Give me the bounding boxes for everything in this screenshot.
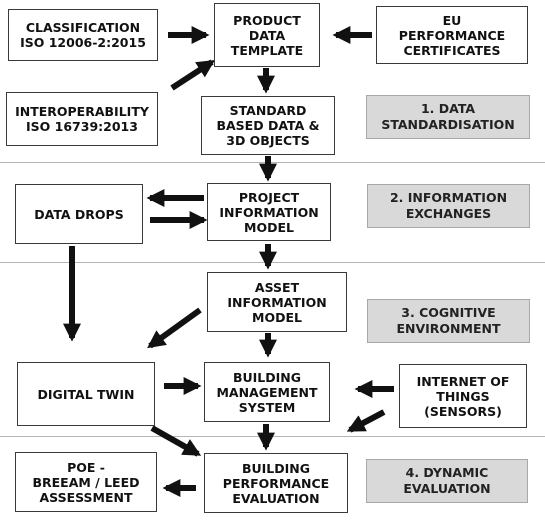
- arrow-digitaltwin-to-bpe: [150, 425, 202, 457]
- standard-based-data-box: STANDARD BASED DATA & 3D OBJECTS: [201, 96, 335, 155]
- eu-performance-certificates-box: EU PERFORMANCE CERTIFICATES: [376, 6, 528, 64]
- interoperability-box: INTEROPERABILITY ISO 16739:2013: [6, 92, 158, 146]
- data-drops-box: DATA DROPS: [15, 184, 143, 244]
- stage-4-label: 4. DYNAMIC EVALUATION: [366, 459, 528, 503]
- digital-twin-box: DIGITAL TWIN: [17, 362, 155, 426]
- stage-2-label: 2. INFORMATION EXCHANGES: [367, 184, 530, 228]
- stage-3-label: 3. COGNITIVE ENVIRONMENT: [367, 299, 530, 343]
- arrow-iot-to-bpe: [346, 409, 386, 433]
- stage-1-label: 1. DATA STANDARDISATION: [366, 95, 530, 139]
- section-divider: [0, 162, 545, 163]
- product-data-template-box: PRODUCT DATA TEMPLATE: [214, 3, 320, 67]
- arrow-aim-to-digitaltwin: [147, 307, 202, 349]
- internet-of-things-box: INTERNET OF THINGS (SENSORS): [399, 364, 527, 428]
- arrow-interoperability-to-pdt: [170, 59, 216, 91]
- classification-box: CLASSIFICATION ISO 12006-2:2015: [8, 9, 158, 61]
- project-information-model-box: PROJECT INFORMATION MODEL: [207, 183, 331, 241]
- poe-breeam-leed-box: POE - BREEAM / LEED ASSESSMENT: [15, 452, 157, 512]
- building-management-system-box: BUILDING MANAGEMENT SYSTEM: [204, 362, 330, 422]
- building-performance-evaluation-box: BUILDING PERFORMANCE EVALUATION: [204, 453, 348, 513]
- asset-information-model-box: ASSET INFORMATION MODEL: [207, 272, 347, 332]
